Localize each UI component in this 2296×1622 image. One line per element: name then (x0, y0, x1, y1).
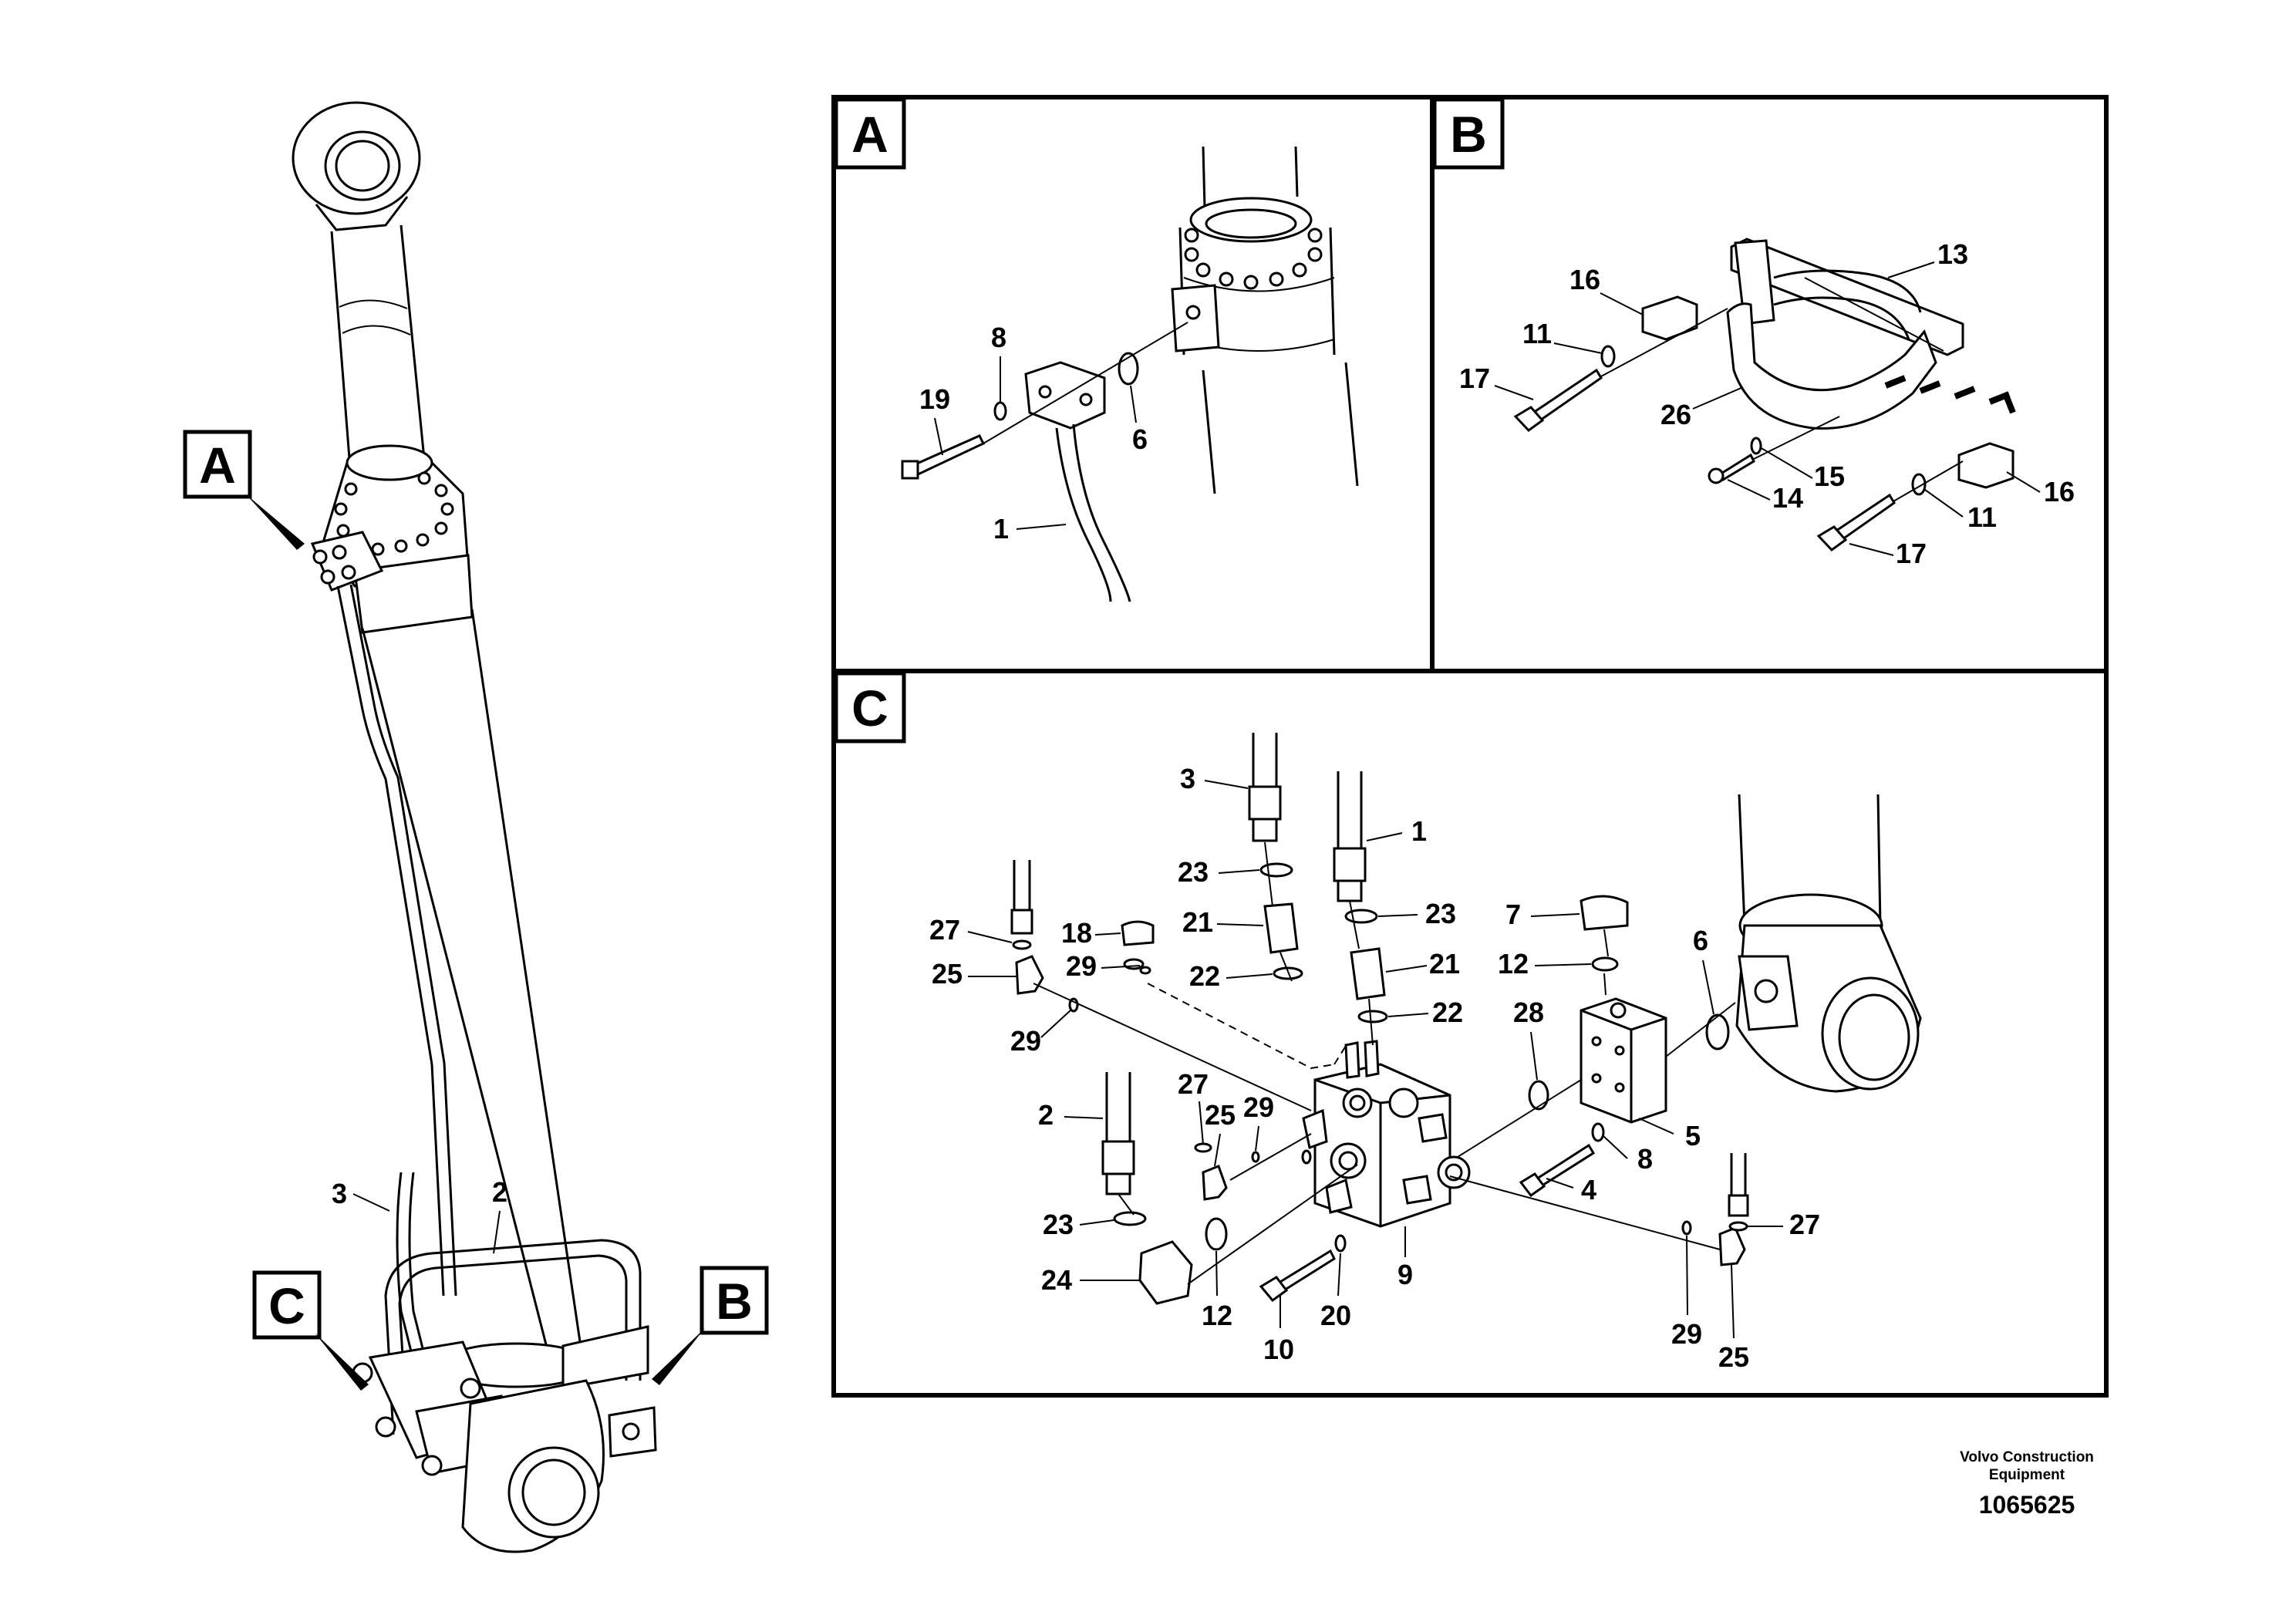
panel-b-label-13: 13 (1937, 238, 1968, 270)
panel-c-label-25c: 25 (1718, 1341, 1749, 1373)
panel-c-label-9: 9 (1397, 1259, 1413, 1290)
panel-c: C (834, 671, 1922, 1373)
panel-c-label-23b: 23 (1425, 898, 1456, 929)
panel-c-label-7: 7 (1505, 899, 1521, 930)
panel-a-label-1: 1 (993, 513, 1009, 545)
panel-c-label-27b: 27 (1178, 1068, 1209, 1100)
panel-c-label-28: 28 (1513, 996, 1544, 1028)
panel-c-label-27c: 27 (1789, 1209, 1820, 1240)
panel-c-label-27a: 27 (929, 914, 960, 946)
panel-c-label-6: 6 (1693, 925, 1708, 956)
panel-c-label-3: 3 (1180, 763, 1195, 794)
panel-c-label-29c: 29 (1243, 1091, 1274, 1123)
panel-c-label-29b: 29 (1010, 1025, 1041, 1057)
panel-a-label-19: 19 (919, 383, 950, 415)
panel-c-label-29a: 29 (1066, 950, 1097, 982)
panel-b-label-16a: 16 (1569, 264, 1600, 295)
panel-c-label-23c: 23 (1043, 1209, 1074, 1240)
panel-c-label-23a: 23 (1178, 856, 1209, 888)
overview-callout-a: A (183, 430, 305, 550)
company-name-line2: Equipment (1989, 1467, 2065, 1483)
company-name-line1: Volvo Construction (1960, 1449, 2094, 1465)
panel-c-label-20: 20 (1320, 1300, 1351, 1331)
panel-b-label-15: 15 (1814, 460, 1845, 492)
overview-callout-c: C (252, 1270, 369, 1391)
panel-b-label-26: 26 (1660, 399, 1691, 430)
panel-b-label-16b: 16 (2044, 476, 2075, 508)
panel-c-label-25a: 25 (932, 958, 963, 990)
panel-c-label-24: 24 (1041, 1264, 1072, 1296)
panel-b-label-17b: 17 (1896, 538, 1927, 569)
overview-callout-b: B (652, 1266, 769, 1385)
panel-c-label-1: 1 (1411, 815, 1427, 847)
panel-b-letter: B (1450, 106, 1487, 163)
panel-b-label-14: 14 (1772, 482, 1803, 514)
panel-c-label-12b: 12 (1202, 1300, 1232, 1331)
panel-c-label-21b: 21 (1429, 948, 1460, 980)
panel-c-label-18: 18 (1061, 917, 1092, 949)
overview-label-2: 2 (492, 1176, 507, 1208)
panel-c-label-5: 5 (1685, 1120, 1701, 1152)
panel-a-letter: A (851, 106, 888, 163)
document-number: 1065625 (1979, 1491, 2075, 1519)
panel-c-label-22a: 22 (1189, 960, 1220, 992)
panel-b: B 16 13 (1432, 97, 2075, 569)
panel-c-label-2: 2 (1038, 1099, 1054, 1131)
panel-c-label-8: 8 (1637, 1143, 1653, 1175)
panel-c-label-25b: 25 (1205, 1099, 1236, 1131)
svg-text:A: A (199, 437, 236, 494)
panel-c-label-10: 10 (1263, 1334, 1294, 1365)
footer: Volvo Construction Equipment 1065625 (1960, 1449, 2094, 1519)
panel-c-label-4: 4 (1581, 1174, 1596, 1206)
panel-a: A 8 19 (834, 97, 1359, 602)
panel-b-label-11b: 11 (1967, 501, 1997, 533)
panel-c-label-12a: 12 (1498, 948, 1529, 980)
panel-b-label-11a: 11 (1522, 318, 1552, 349)
overview-label-3: 3 (332, 1178, 347, 1209)
cylinder-overview (292, 101, 657, 1553)
panel-c-label-21a: 21 (1182, 906, 1213, 938)
panel-a-label-8: 8 (991, 322, 1006, 353)
panel-c-label-22b: 22 (1432, 996, 1463, 1028)
panel-c-label-29d: 29 (1671, 1318, 1702, 1350)
panel-a-label-6: 6 (1132, 423, 1148, 455)
svg-text:C: C (268, 1277, 305, 1334)
panel-b-label-17a: 17 (1459, 363, 1490, 394)
detail-panels-frame (831, 95, 2109, 1398)
panel-c-letter: C (851, 679, 888, 737)
svg-text:B: B (716, 1273, 753, 1330)
